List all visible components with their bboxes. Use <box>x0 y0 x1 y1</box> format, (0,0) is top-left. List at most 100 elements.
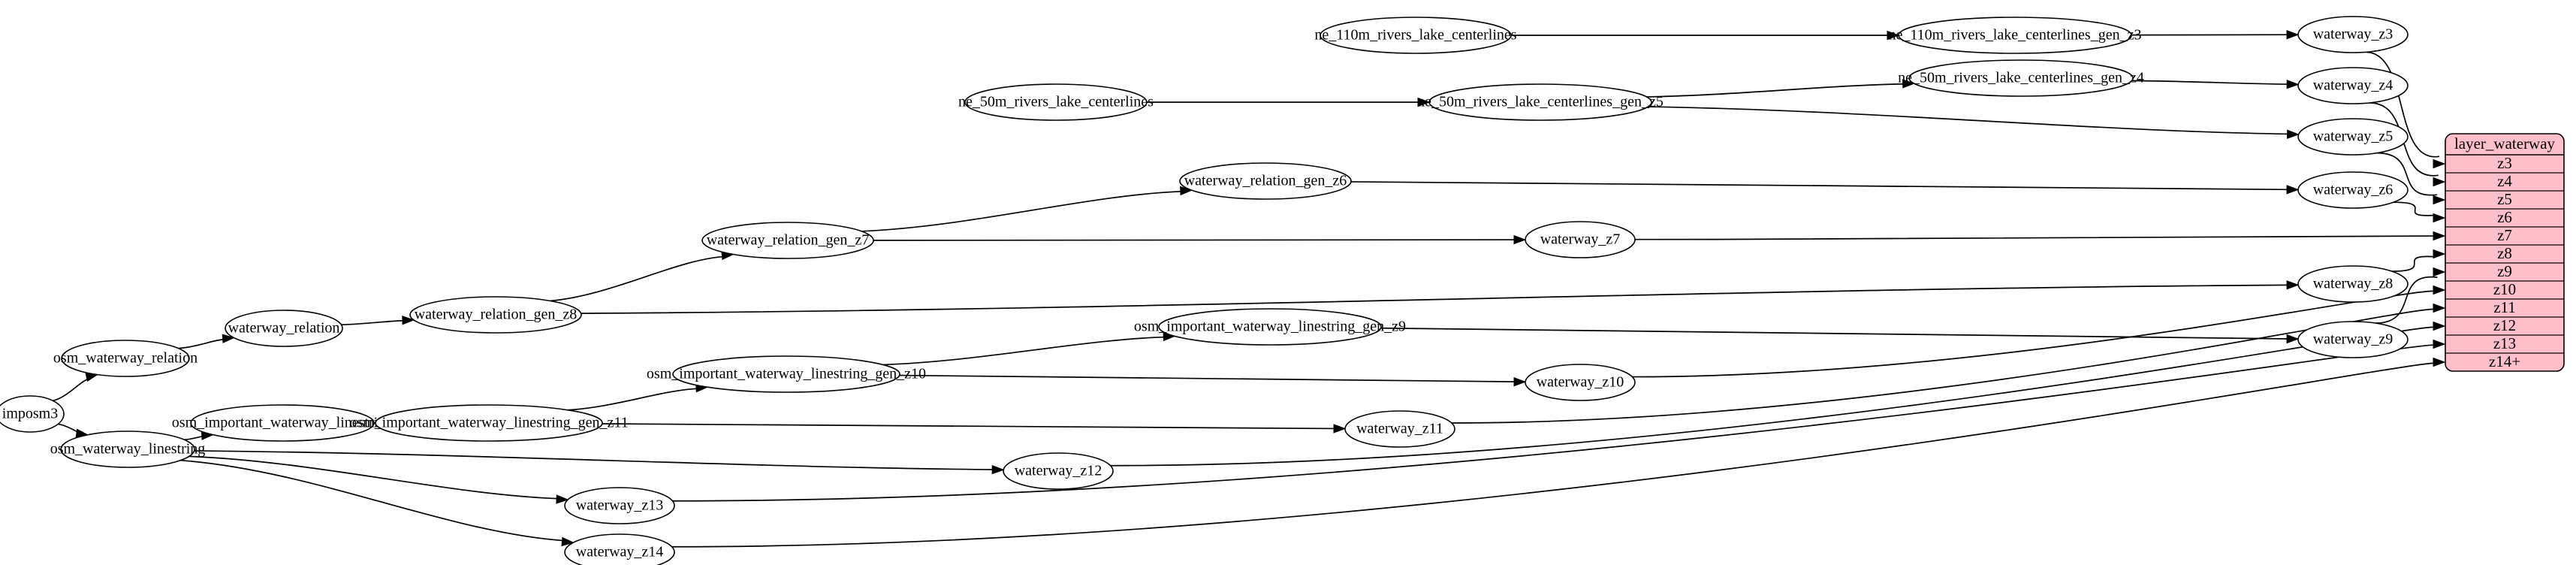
table-row-z5[interactable]: z5 <box>2445 190 2564 208</box>
node-imposm3[interactable]: imposm3 <box>0 395 65 433</box>
table-row-label: z8 <box>2497 244 2512 262</box>
edge-osm_important_waterway_linestring_gen_z11-to-osm_important_waterway_linestring_gen_z10 <box>567 388 699 411</box>
node-shape <box>225 310 343 347</box>
table-row-label: z3 <box>2497 154 2512 172</box>
edge-arrowhead <box>2287 129 2300 139</box>
edge-arrowhead <box>1902 79 1916 89</box>
node-label: osm_important_waterway_linestring_gen_z9 <box>1134 319 1406 335</box>
node-waterway_z13[interactable]: waterway_z13 <box>564 487 675 524</box>
node-layer: imposm3 osm_waterway_relation osm_waterway… <box>0 16 2409 565</box>
edge-arrowhead <box>2433 249 2446 259</box>
edge-arrowhead <box>2433 231 2446 241</box>
node-waterway_z4[interactable]: waterway_z4 <box>2297 67 2409 104</box>
node-ne_50m_rivers_lake_centerlines[interactable]: ne_50m_rivers_lake_centerlines <box>958 83 1154 121</box>
table-row-z11[interactable]: z11 <box>2445 298 2564 316</box>
edge-imposm3-to-osm_waterway_linestring <box>58 423 80 433</box>
layer-waterway-table[interactable]: layer_waterwayz3z4z5z6z7z8z9z10z11z12z13… <box>2445 133 2565 372</box>
edge-waterway_z14-to-layer_waterway.z14+ <box>671 362 2436 548</box>
edge-ne_50m_rivers_lake_centerlines_gen_z5-to-waterway_z5 <box>1648 106 2290 135</box>
node-ne_50m_rivers_lake_centerlines_gen_z5[interactable]: ne_50m_rivers_lake_centerlines_gen_z5 <box>1417 83 1664 121</box>
node-shape <box>1158 308 1382 346</box>
node-waterway_relation_gen_z8[interactable]: waterway_relation_gen_z8 <box>409 296 582 334</box>
node-shape <box>1525 364 1636 401</box>
edge-waterway_z3-to-layer_waterway.z3 <box>2365 51 2440 158</box>
node-ne_50m_rivers_lake_centerlines_gen_z4[interactable]: ne_50m_rivers_lake_centerlines_gen_z4 <box>1898 59 2144 97</box>
node-waterway_z11[interactable]: waterway_z11 <box>1344 410 1455 448</box>
edge-waterway_relation_gen_z8-to-waterway_z8 <box>581 284 2290 314</box>
edge-arrowhead <box>402 316 415 325</box>
edge-waterway_z5-to-layer_waterway.z5 <box>2376 152 2438 196</box>
node-label: waterway_relation_gen_z8 <box>415 307 578 323</box>
node-shape <box>2297 16 2409 53</box>
edge-arrowhead <box>2433 177 2446 187</box>
node-label: waterway_relation <box>228 320 340 337</box>
node-shape <box>564 533 675 565</box>
node-label: waterway_z4 <box>2313 77 2394 94</box>
edge-arrowhead <box>1513 234 1527 245</box>
edge-waterway_z12-to-layer_waterway.z12 <box>1110 326 2436 467</box>
node-osm_important_waterway_linestring_gen_z11[interactable]: osm_important_waterway_linestring_gen_z1… <box>349 404 629 442</box>
edge-arrowhead <box>991 464 1005 475</box>
node-label: waterway_z7 <box>1540 231 1621 248</box>
node-waterway_z10[interactable]: waterway_z10 <box>1525 364 1636 401</box>
table-row-z14+[interactable]: z14+ <box>2445 352 2564 370</box>
node-shape <box>2297 321 2409 358</box>
node-waterway_z14[interactable]: waterway_z14 <box>564 533 675 565</box>
table-outline <box>2445 133 2565 372</box>
node-waterway_z7[interactable]: waterway_z7 <box>1525 221 1636 258</box>
node-label: waterway_z12 <box>1015 463 1102 479</box>
node-osm_important_waterway_linestring_gen_z10[interactable]: osm_important_waterway_linestring_gen_z1… <box>647 355 926 393</box>
node-waterway_z8[interactable]: waterway_z8 <box>2297 265 2409 303</box>
node-shape <box>375 404 603 442</box>
edge-arrowhead <box>2433 339 2446 349</box>
table-row-label: z5 <box>2497 190 2512 208</box>
node-waterway_z12[interactable]: waterway_z12 <box>1003 452 1114 490</box>
node-label: ne_110m_rivers_lake_centerlines_gen_z3 <box>1889 27 2142 44</box>
edge-arrowhead <box>556 494 569 504</box>
table-row-label: z7 <box>2497 226 2512 244</box>
table-row-z12[interactable]: z12 <box>2445 316 2564 334</box>
table-row-z10[interactable]: z10 <box>2445 280 2564 298</box>
node-label: waterway_z11 <box>1356 421 1443 437</box>
table-row-z7[interactable]: z7 <box>2445 226 2564 244</box>
node-osm_important_waterway_linestring[interactable]: osm_important_waterway_linestring <box>172 404 393 442</box>
node-shape <box>409 296 582 334</box>
node-waterway_z9[interactable]: waterway_z9 <box>2297 321 2409 358</box>
table-row-z13[interactable]: z13 <box>2445 334 2564 352</box>
edge-waterway_z8-to-layer_waterway.z8 <box>2391 255 2436 272</box>
node-label: waterway_z10 <box>1537 374 1624 391</box>
table-row-z8[interactable]: z8 <box>2445 244 2564 262</box>
table-row-z9[interactable]: z9 <box>2445 262 2564 280</box>
table-row-label: z11 <box>2493 298 2516 316</box>
node-shape <box>701 222 874 259</box>
edge-arrowhead <box>222 334 236 343</box>
node-osm_important_waterway_linestring_gen_z9[interactable]: osm_important_waterway_linestring_gen_z9 <box>1134 308 1406 346</box>
table-row-label: z6 <box>2497 208 2512 226</box>
node-label: waterway_z3 <box>2313 26 2394 43</box>
node-shape <box>1428 83 1652 121</box>
edge-osm_important_waterway_linestring_gen_z9-to-waterway_z9 <box>1380 327 2290 340</box>
table-row-z3[interactable]: z3 <box>2497 154 2512 172</box>
node-label: ne_50m_rivers_lake_centerlines <box>958 94 1154 110</box>
node-label: osm_waterway_linestring <box>50 441 206 458</box>
node-label: ne_50m_rivers_lake_centerlines_gen_z4 <box>1898 70 2144 86</box>
table-row-z4[interactable]: z4 <box>2445 172 2564 190</box>
node-waterway_relation[interactable]: waterway_relation <box>225 310 343 347</box>
node-ne_110m_rivers_lake_centerlines[interactable]: ne_110m_rivers_lake_centerlines <box>1314 17 1517 54</box>
node-osm_waterway_relation[interactable]: osm_waterway_relation <box>53 340 198 377</box>
node-waterway_relation_gen_z7[interactable]: waterway_relation_gen_z7 <box>701 222 874 259</box>
node-waterway_z6[interactable]: waterway_z6 <box>2297 171 2409 209</box>
node-shape <box>0 395 65 433</box>
node-waterway_z3[interactable]: waterway_z3 <box>2297 16 2409 53</box>
table-row-label: z9 <box>2497 262 2512 280</box>
node-waterway_z5[interactable]: waterway_z5 <box>2297 118 2409 156</box>
node-ne_110m_rivers_lake_centerlines_gen_z3[interactable]: ne_110m_rivers_lake_centerlines_gen_z3 <box>1889 17 2142 54</box>
node-label: ne_110m_rivers_lake_centerlines <box>1314 27 1516 44</box>
node-shape <box>1320 17 1512 54</box>
edge-osm_waterway_linestring-to-osm_important_waterway_linestring <box>184 435 205 441</box>
table-row-z6[interactable]: z6 <box>2445 208 2564 226</box>
node-waterway_relation_gen_z6[interactable]: waterway_relation_gen_z6 <box>1179 162 1352 200</box>
edge-waterway_z11-to-layer_waterway.z11 <box>1451 308 2436 424</box>
edge-arrowhead <box>2433 285 2446 295</box>
node-osm_waterway_linestring[interactable]: osm_waterway_linestring <box>50 431 206 468</box>
